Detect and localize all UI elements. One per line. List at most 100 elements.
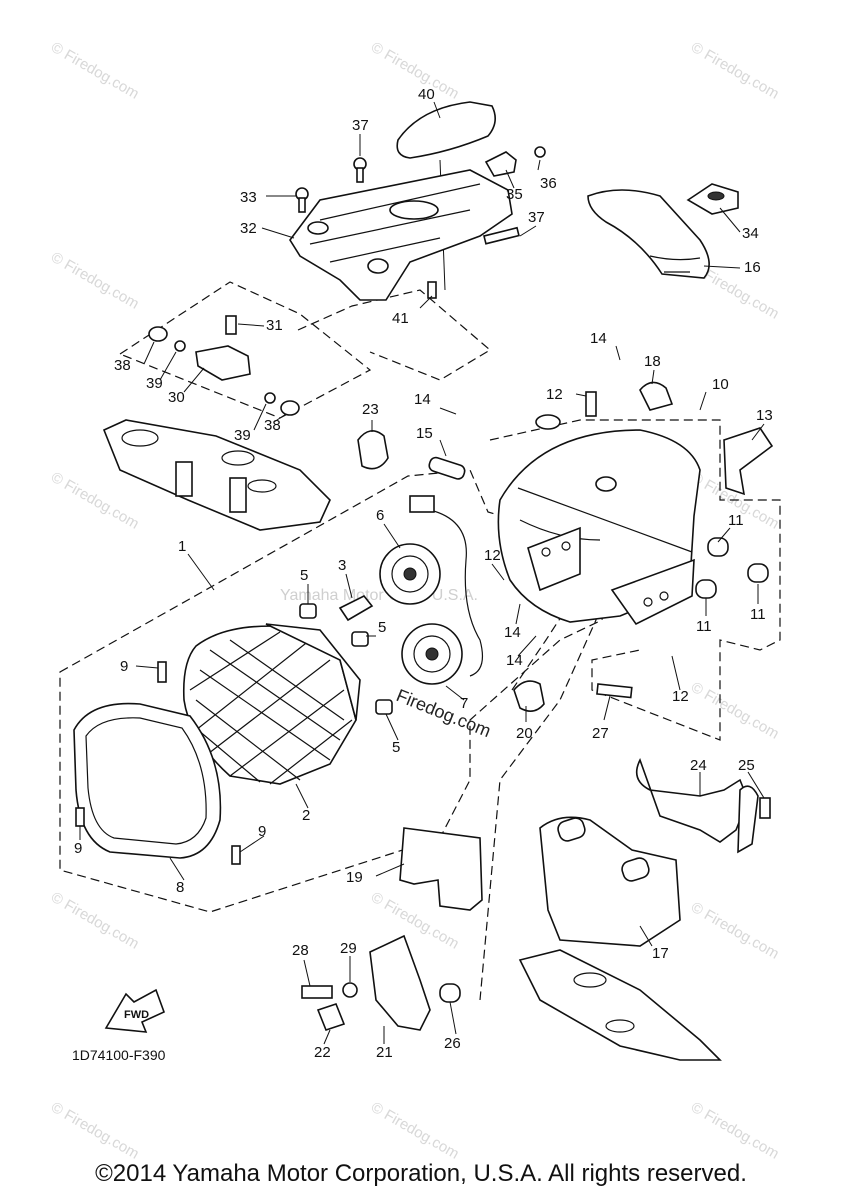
- crown-hole: [573, 972, 607, 988]
- callout-number: 31: [266, 317, 283, 334]
- callout-number: 17: [652, 945, 669, 962]
- callout-number: 13: [756, 407, 773, 424]
- callout-number: 37: [528, 209, 545, 226]
- bolt-28-part: [301, 985, 333, 999]
- bulb-3-part: [338, 594, 374, 622]
- clamp-18-part: [639, 381, 674, 411]
- callout-numbers: 40 37 36 35 33 32 37 34 16 41 31 38 39 3…: [74, 86, 773, 1061]
- callout-number: 26: [444, 1035, 461, 1052]
- housing-stay-part: [610, 558, 695, 626]
- callout-number: 25: [738, 757, 755, 774]
- grommet-part: [148, 326, 168, 342]
- stay-hole: [659, 591, 669, 601]
- collar-part: [264, 392, 276, 404]
- watermark: © Firedog.com: [48, 1099, 142, 1163]
- callout-number: 11: [728, 512, 744, 529]
- bolt-part: [483, 226, 520, 245]
- callout-number: 29: [340, 940, 357, 957]
- callout-number: 11: [696, 618, 712, 635]
- callout-number: 9: [258, 823, 266, 840]
- callout-number: 20: [516, 725, 533, 742]
- screw-9-part: [75, 807, 85, 827]
- housing-boss: [535, 414, 561, 430]
- clamp-part: [229, 477, 247, 513]
- screw-25-part: [759, 797, 771, 819]
- horn-7-inner: [413, 635, 451, 673]
- callout-number: 8: [176, 879, 184, 896]
- damper-11-part: [707, 537, 729, 557]
- socket-5-part: [351, 631, 369, 647]
- socket-5-part: [299, 603, 317, 619]
- callout-number: 10: [712, 376, 729, 393]
- cover-group-outline: [118, 281, 372, 419]
- bracket-group-outline: [297, 289, 492, 381]
- bracket-13-part: [723, 427, 774, 496]
- bolt-shaft: [356, 167, 364, 183]
- cover-17-part: [539, 816, 681, 947]
- headlight-body-group: [428, 381, 774, 626]
- callout-number: 41: [392, 310, 409, 327]
- callout-number: 30: [168, 389, 185, 406]
- crown-hole: [121, 429, 159, 447]
- callout-number: 12: [672, 688, 689, 705]
- lower-parts-group: [301, 680, 771, 1061]
- screw-9-part: [231, 845, 241, 865]
- callout-number: 32: [240, 220, 257, 237]
- leader-lines: [79, 101, 765, 1045]
- screw-9-part: [157, 661, 167, 683]
- callout-number: 24: [690, 757, 707, 774]
- bolt-part: [427, 281, 437, 299]
- washer-29-part: [342, 982, 358, 998]
- stay-hole: [541, 547, 551, 557]
- callout-number: 16: [744, 259, 761, 276]
- callout-number: 38: [114, 357, 131, 374]
- stay-hole: [561, 541, 571, 551]
- callout-number: 5: [300, 567, 308, 584]
- upper-bracket-view: [102, 419, 331, 531]
- horn-6-inner: [391, 555, 429, 593]
- callout-number: 14: [590, 330, 607, 347]
- horn-6-center: [403, 567, 417, 581]
- watermark: © Firedog.com: [48, 39, 142, 103]
- callout-number: 9: [120, 658, 128, 675]
- switch-holder-part: [195, 345, 251, 381]
- meter-cover-part: [396, 101, 496, 159]
- upper-cover-group: [289, 101, 546, 301]
- callout-number: 22: [314, 1044, 331, 1061]
- callout-number: 27: [592, 725, 609, 742]
- callout-number: 18: [644, 353, 661, 370]
- socket-5-part: [375, 699, 393, 715]
- grommet-15-part: [428, 456, 466, 480]
- diagram-code: 1D74100-F390: [72, 1047, 166, 1063]
- holder-20-part: [513, 680, 545, 712]
- watermark: Yamaha Motor Corp. U.S.A.: [280, 587, 478, 604]
- cover-19-part: [399, 827, 483, 911]
- bolt-shaft: [298, 197, 306, 213]
- fwd-arrow-icon: FWD: [104, 988, 166, 1033]
- callout-number: 2: [302, 807, 310, 824]
- clamp-part: [175, 461, 193, 497]
- bolt-27-part: [596, 683, 633, 699]
- lead-wire-24-part: [635, 757, 749, 843]
- rim-8-part: [73, 702, 222, 859]
- screw-12-part: [585, 391, 597, 417]
- cable-holder-group: [587, 183, 739, 279]
- callout-number: 6: [376, 507, 384, 524]
- lower-crown-part: [518, 949, 722, 1061]
- callout-number: 11: [750, 606, 766, 623]
- watermark: © Firedog.com: [48, 249, 142, 313]
- callout-number: 37: [352, 117, 369, 134]
- crown-hole: [221, 450, 255, 466]
- horn-group: [299, 495, 483, 715]
- callout-number: 34: [742, 225, 759, 242]
- collar-part: [174, 340, 186, 352]
- callout-number: 21: [376, 1044, 393, 1061]
- copyright-notice: ©2014 Yamaha Motor Corporation, U.S.A. A…: [95, 1160, 747, 1187]
- watermark: © Firedog.com: [688, 899, 782, 963]
- callout-number: 28: [292, 942, 309, 959]
- callout-number: 14: [414, 391, 431, 408]
- callout-number: 33: [240, 189, 257, 206]
- cable-holder-part: [587, 189, 710, 279]
- collar-26-part: [439, 983, 461, 1003]
